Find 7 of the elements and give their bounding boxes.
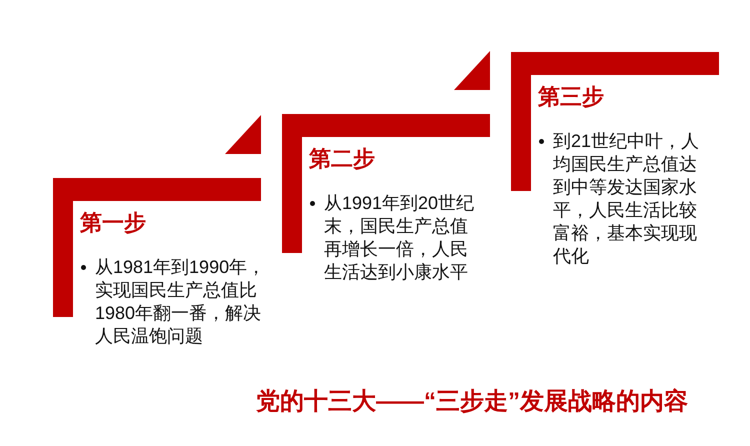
step-heading: 第一步 [80, 210, 146, 236]
step-heading: 第二步 [309, 146, 375, 172]
step-description: 从1991年到20世纪末，国民生产总值再增长一倍，人民生活达到小康水平 [324, 192, 476, 284]
step-description: 到21世纪中叶，人均国民生产总值达到中等发达国家水平，人民生活比较富裕，基本实现现代化 [553, 130, 700, 268]
step-heading: 第三步 [538, 84, 604, 110]
step-description: 从1981年到1990年，实现国民生产总值比1980年翻一番，解决人民温饱问题 [95, 256, 266, 348]
diagram-title: 党的十三大——“三步走”发展战略的内容 [255, 387, 689, 417]
